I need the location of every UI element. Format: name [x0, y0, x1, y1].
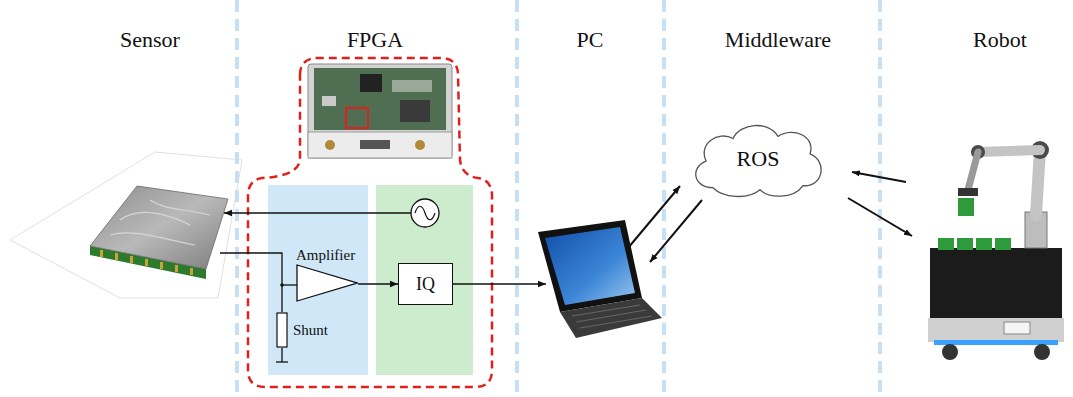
column-separators — [515, 0, 519, 397]
robot-illustration — [930, 248, 1062, 318]
fpga-photo — [360, 140, 390, 149]
sensor-illustration — [160, 262, 163, 269]
robot-illustration — [1034, 344, 1050, 360]
laptop-illustration — [560, 298, 662, 338]
middleware-arrows — [650, 200, 702, 262]
fpga-photo — [314, 68, 446, 130]
sensor-illustration — [175, 265, 178, 272]
robot-illustration — [938, 238, 1011, 250]
laptop-illustration — [538, 220, 662, 338]
fpga-photo — [325, 140, 335, 150]
cloud-node: ROS — [688, 118, 828, 200]
node-label: Shunt — [293, 322, 328, 339]
robot-illustration — [938, 238, 954, 250]
junction-dot — [280, 283, 284, 287]
robot-illustration — [1004, 322, 1030, 334]
robot-illustration — [1036, 150, 1040, 215]
robot-illustration — [958, 188, 978, 196]
column-heading: Sensor — [120, 27, 180, 53]
laptop-illustration — [538, 220, 642, 312]
amplifier-symbol: Amplifier — [296, 247, 358, 302]
amplifier-symbol — [296, 264, 358, 302]
signal-wires — [276, 361, 288, 362]
signal-wires — [220, 253, 282, 312]
column-heading: FPGA — [347, 27, 403, 53]
signal-wires — [281, 348, 282, 362]
resistor-symbol — [277, 313, 287, 347]
sensor-illustration — [10, 152, 242, 298]
fpga-photo — [308, 132, 452, 158]
resistor-symbol: Shunt — [276, 312, 328, 348]
cloud-outline — [696, 125, 821, 196]
sensor-illustration — [90, 186, 228, 269]
fpga-photo — [346, 108, 368, 128]
sensor-illustration — [10, 152, 242, 298]
sensor-illustration — [145, 259, 148, 266]
fpga-photo — [308, 64, 452, 158]
robot-illustration — [934, 340, 1058, 345]
oscillator-symbol — [411, 199, 439, 227]
fpga-photo — [322, 96, 336, 106]
node-label: IQ — [416, 274, 435, 295]
column-separators — [878, 0, 882, 397]
column-heading: PC — [577, 27, 604, 53]
fpga-photo — [400, 100, 430, 122]
robot-illustration — [968, 152, 978, 190]
column-separators — [662, 0, 666, 397]
sensor-illustration — [100, 250, 103, 257]
process-box: IQ — [398, 263, 453, 305]
signal-wires — [453, 283, 546, 284]
fpga-photo — [392, 80, 432, 92]
resistor-symbol — [276, 312, 288, 348]
column-heading: Middleware — [725, 27, 831, 53]
robot-illustration — [978, 150, 1040, 152]
robot-illustration — [958, 198, 974, 216]
laptop-illustration — [545, 227, 635, 305]
signal-wires — [220, 213, 546, 362]
signal-wires — [224, 212, 411, 213]
laptop-illustration — [572, 305, 652, 328]
middleware-arrows — [628, 186, 680, 248]
oscillator-symbol — [411, 199, 439, 227]
robot-illustration — [976, 238, 992, 250]
robot-illustration — [942, 344, 958, 360]
fpga-photo — [415, 140, 425, 150]
sensor-illustration — [115, 253, 118, 260]
fpga-region-outline — [248, 58, 492, 387]
robot-illustration — [928, 318, 1064, 342]
signal-connector — [358, 283, 398, 284]
middleware-arrows — [848, 198, 912, 236]
amplifier-symbol — [297, 265, 357, 301]
middleware-arrows — [852, 172, 906, 182]
node-label: ROS — [737, 146, 780, 172]
sensor-illustration — [110, 200, 210, 245]
robot-illustration — [957, 238, 973, 250]
robot-illustration — [995, 238, 1011, 250]
node-label: Amplifier — [296, 247, 358, 264]
column-separators — [237, 0, 880, 397]
fpga-photo — [308, 64, 452, 158]
column-heading: Robot — [973, 27, 1027, 53]
sensor-illustration — [190, 268, 193, 275]
fpga-photo — [360, 74, 382, 92]
signal-wires — [282, 284, 297, 285]
robot-illustration — [928, 141, 1064, 360]
sensor-illustration — [130, 256, 133, 263]
oscillator-symbol — [415, 206, 435, 220]
